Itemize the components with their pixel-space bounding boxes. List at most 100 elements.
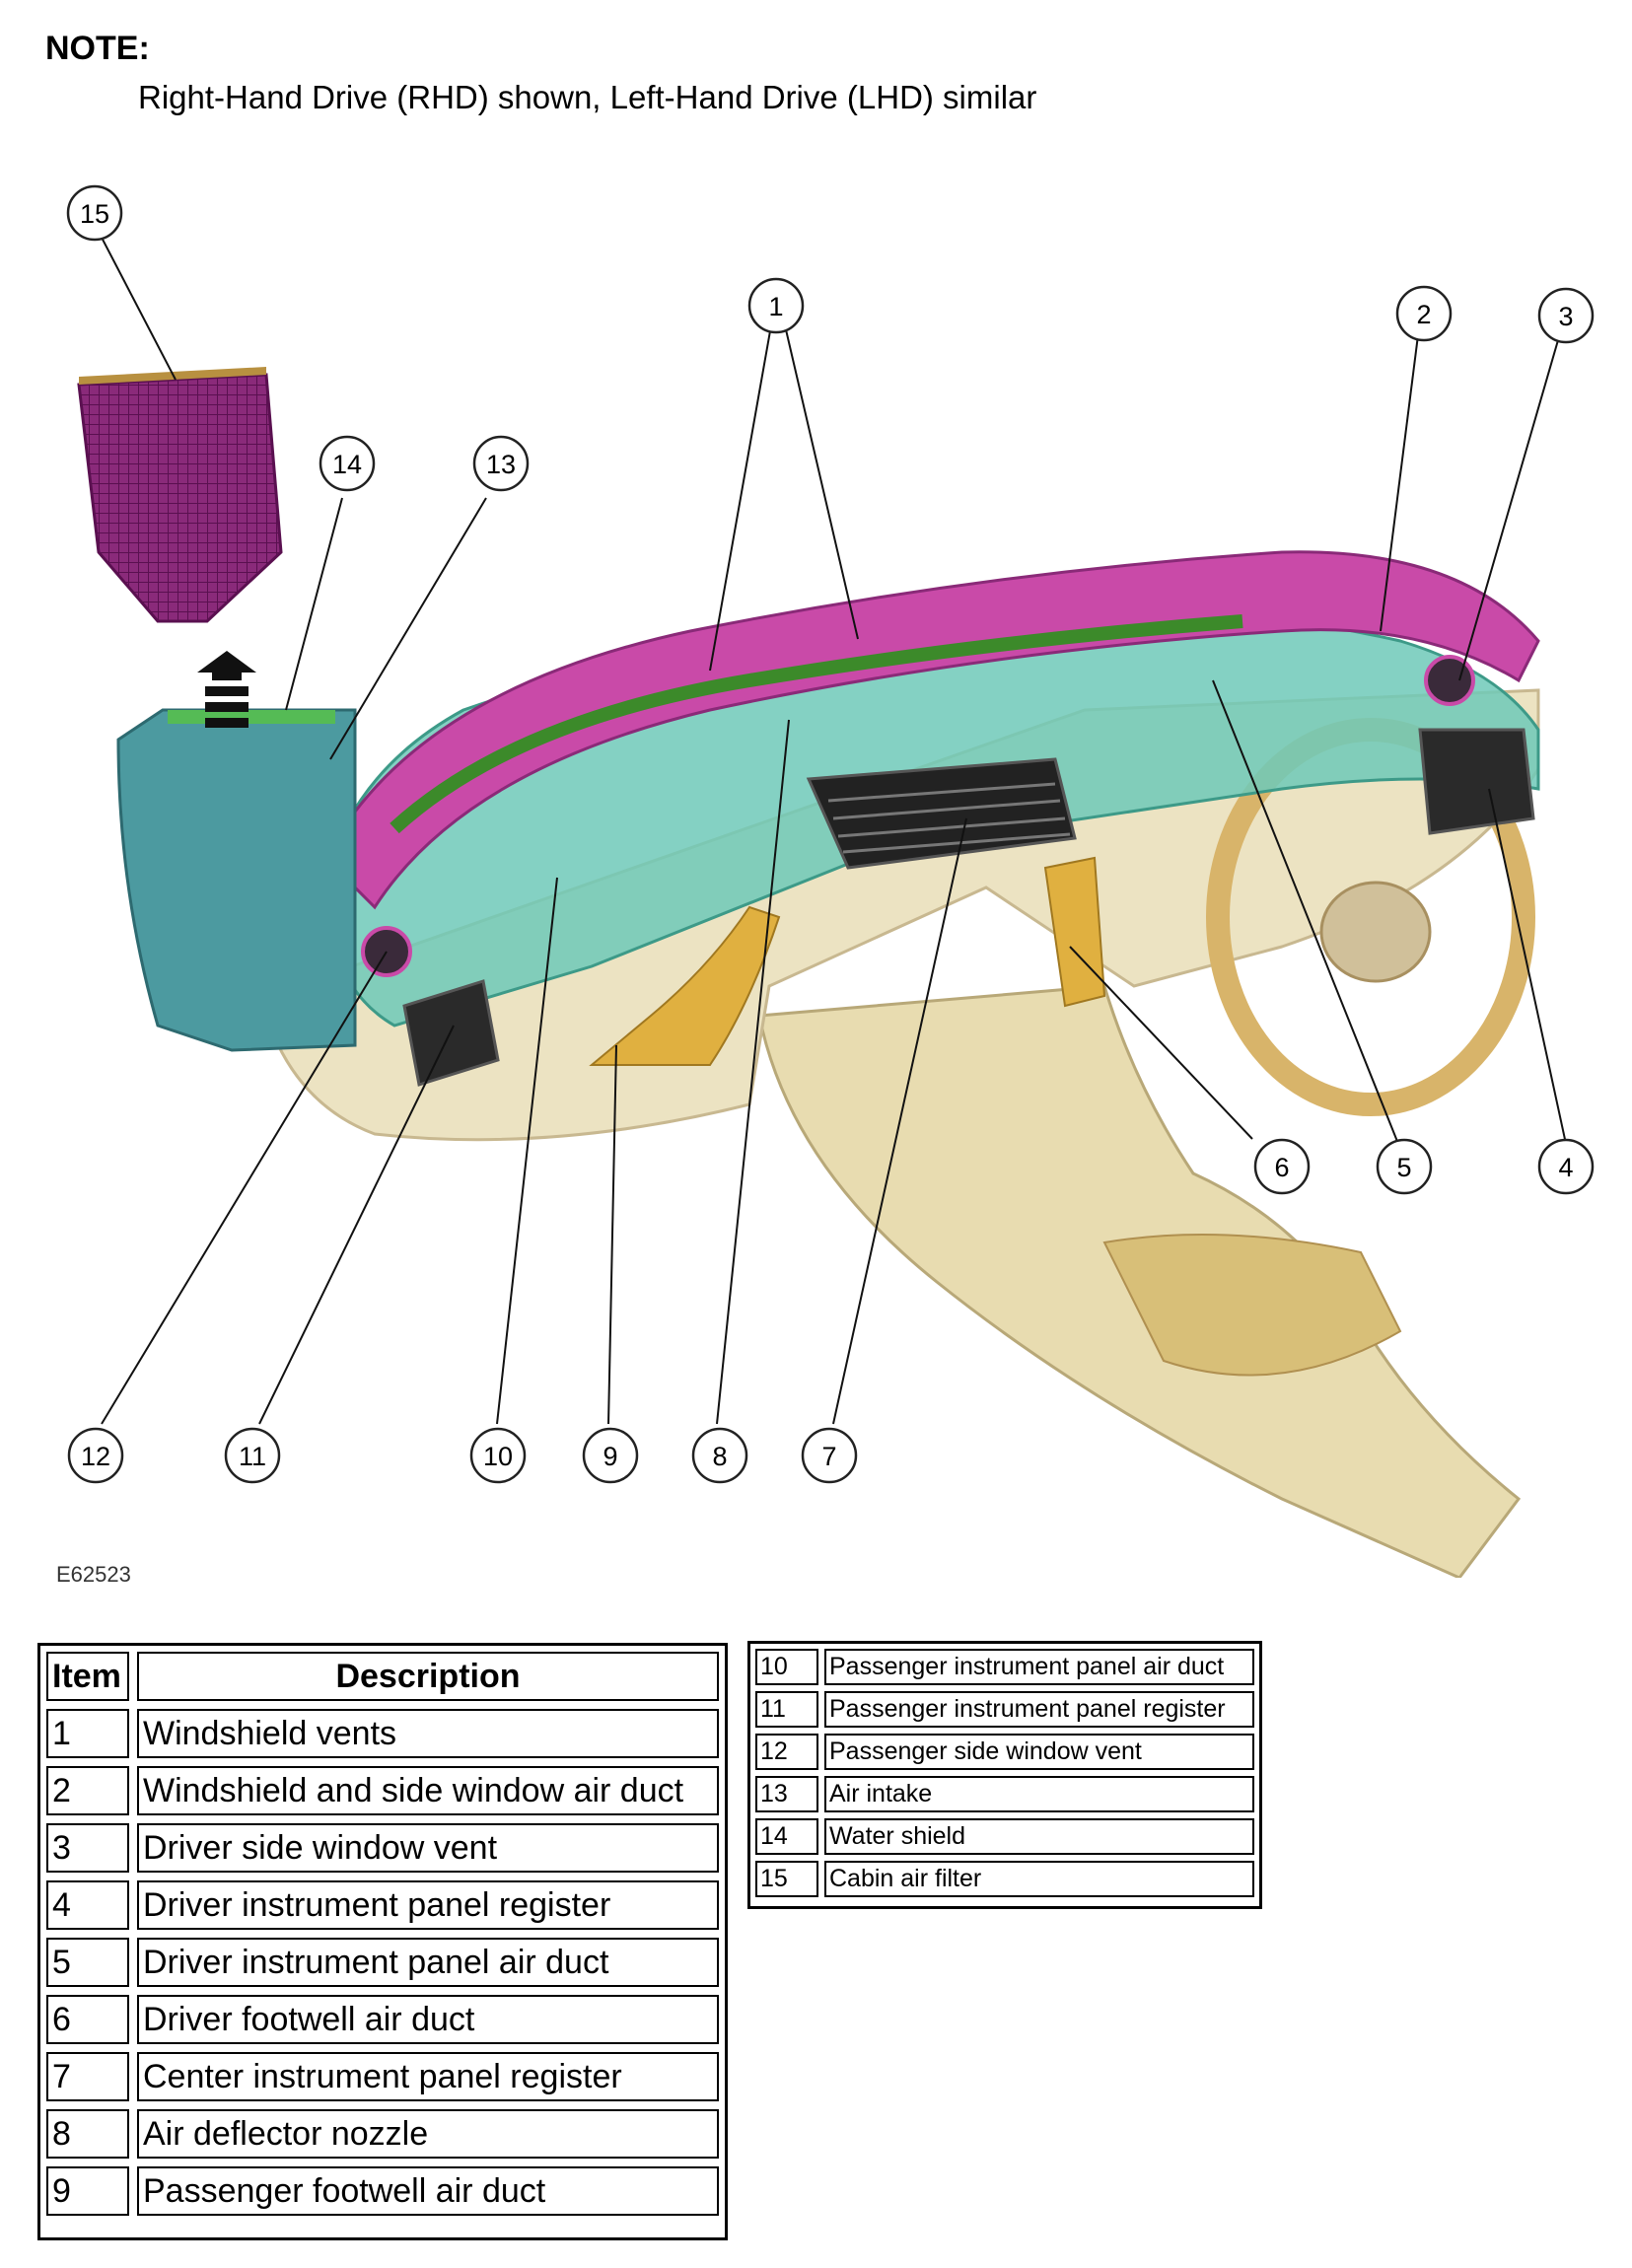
callout-15: 15 [66, 184, 123, 242]
cabin-air-filter [77, 373, 283, 623]
note-text: Right-Hand Drive (RHD) shown, Left-Hand … [138, 79, 1037, 115]
diagram-illustration: 1 2 3 4 5 6 7 8 9 10 11 12 13 14 15 [66, 184, 1595, 1578]
air-intake-housing [116, 708, 357, 1052]
table-header: Item Description [46, 1652, 719, 1701]
table-row: 9 Passenger footwell air duct [46, 2166, 719, 2216]
svg-text:12: 12 [81, 1442, 110, 1471]
table-row: 13 Air intake [755, 1776, 1254, 1812]
dashboard-ventilation-diagram: 1 2 3 4 5 6 7 8 9 10 11 12 13 14 15 [0, 168, 1632, 1578]
windshield-vent-strip [390, 614, 1243, 834]
callout-13: 13 [472, 435, 530, 492]
row-item: 6 [46, 1995, 129, 2044]
callout-11: 11 [224, 1427, 281, 1484]
svg-text:8: 8 [712, 1442, 727, 1471]
passenger-register [402, 979, 500, 1087]
steering-hub [1319, 881, 1432, 983]
header-item: Item [46, 1652, 129, 1701]
callout-9: 9 [582, 1427, 639, 1484]
svg-text:11: 11 [239, 1442, 266, 1471]
table-row: 8 Air deflector nozzle [46, 2109, 719, 2159]
svg-text:7: 7 [821, 1442, 836, 1471]
svg-text:4: 4 [1558, 1153, 1573, 1182]
callout-4: 4 [1537, 1138, 1595, 1195]
svg-text:6: 6 [1274, 1153, 1289, 1182]
row-description: Windshield and side window air duct [137, 1766, 719, 1815]
row-item: 8 [46, 2109, 129, 2159]
svg-text:5: 5 [1396, 1153, 1411, 1182]
parts-table-right: 10 Passenger instrument panel air duct 1… [747, 1641, 1262, 1909]
table-row: 5 Driver instrument panel air duct [46, 1938, 719, 1987]
row-item: 9 [46, 2166, 129, 2216]
svg-text:10: 10 [483, 1442, 513, 1471]
svg-text:3: 3 [1558, 302, 1573, 331]
center-register-louvers [827, 782, 1071, 854]
table-row: 3 Driver side window vent [46, 1823, 719, 1873]
callout-3: 3 [1537, 287, 1595, 344]
passenger-footwell-duct [589, 905, 781, 1066]
callout-2: 2 [1395, 285, 1453, 342]
row-description: Driver footwell air duct [137, 1995, 719, 2044]
callout-10: 10 [469, 1427, 527, 1484]
row-item: 7 [46, 2052, 129, 2101]
table-row: 7 Center instrument panel register [46, 2052, 719, 2101]
row-item: 11 [755, 1691, 818, 1728]
row-description: Passenger side window vent [824, 1734, 1254, 1770]
row-description: Passenger instrument panel air duct [824, 1649, 1254, 1685]
header-description: Description [137, 1652, 719, 1701]
table-row: 1 Windshield vents [46, 1709, 719, 1758]
table-row: 2 Windshield and side window air duct [46, 1766, 719, 1815]
row-item: 10 [755, 1649, 818, 1685]
svg-text:15: 15 [80, 199, 109, 229]
callout-6: 6 [1253, 1138, 1311, 1195]
callout-12: 12 [67, 1427, 124, 1484]
row-description: Driver side window vent [137, 1823, 719, 1873]
svg-text:13: 13 [486, 450, 516, 479]
callout-7: 7 [801, 1427, 858, 1484]
svg-text:14: 14 [332, 450, 362, 479]
row-item: 12 [755, 1734, 818, 1770]
row-item: 5 [46, 1938, 129, 1987]
row-description: Passenger footwell air duct [137, 2166, 719, 2216]
svg-text:9: 9 [603, 1442, 617, 1471]
row-description: Passenger instrument panel register [824, 1691, 1254, 1728]
row-description: Driver instrument panel register [137, 1880, 719, 1930]
note-title: NOTE: [45, 30, 150, 67]
figure-id: E62523 [56, 1562, 131, 1587]
lower-dash-shell [264, 688, 1540, 1142]
row-description: Driver instrument panel air duct [137, 1938, 719, 1987]
row-description: Windshield vents [137, 1709, 719, 1758]
row-description: Center instrument panel register [137, 2052, 719, 2101]
parts-table-left: Item Description 1 Windshield vents 2 Wi… [37, 1643, 728, 2240]
table-row: 11 Passenger instrument panel register [755, 1691, 1254, 1728]
row-item: 14 [755, 1818, 818, 1855]
row-item: 3 [46, 1823, 129, 1873]
table-row: 6 Driver footwell air duct [46, 1995, 719, 2044]
callout-14: 14 [319, 435, 376, 492]
table-row: 14 Water shield [755, 1818, 1254, 1855]
water-shield [168, 710, 335, 724]
row-item: 4 [46, 1880, 129, 1930]
row-item: 13 [755, 1776, 818, 1812]
leader-lines [98, 231, 1567, 1425]
svg-text:2: 2 [1416, 300, 1431, 329]
row-description: Air intake [824, 1776, 1254, 1812]
filter-removal-arrow-icon [197, 651, 256, 728]
table-row: 10 Passenger instrument panel air duct [755, 1649, 1254, 1685]
driver-footwell-duct [1043, 856, 1106, 1008]
row-item: 1 [46, 1709, 129, 1758]
callout-5: 5 [1376, 1138, 1433, 1195]
row-item: 15 [755, 1861, 818, 1897]
row-description: Water shield [824, 1818, 1254, 1855]
driver-side-window-vent [1424, 655, 1475, 706]
armrest [1102, 1234, 1402, 1377]
table-row: 4 Driver instrument panel register [46, 1880, 719, 1930]
row-item: 2 [46, 1766, 129, 1815]
table-row: 12 Passenger side window vent [755, 1734, 1254, 1770]
callout-8: 8 [691, 1427, 748, 1484]
svg-text:1: 1 [768, 292, 783, 321]
row-description: Air deflector nozzle [137, 2109, 719, 2159]
table-row: 15 Cabin air filter [755, 1861, 1254, 1897]
callout-1: 1 [747, 277, 805, 334]
driver-register [1418, 728, 1535, 835]
row-description: Cabin air filter [824, 1861, 1254, 1897]
